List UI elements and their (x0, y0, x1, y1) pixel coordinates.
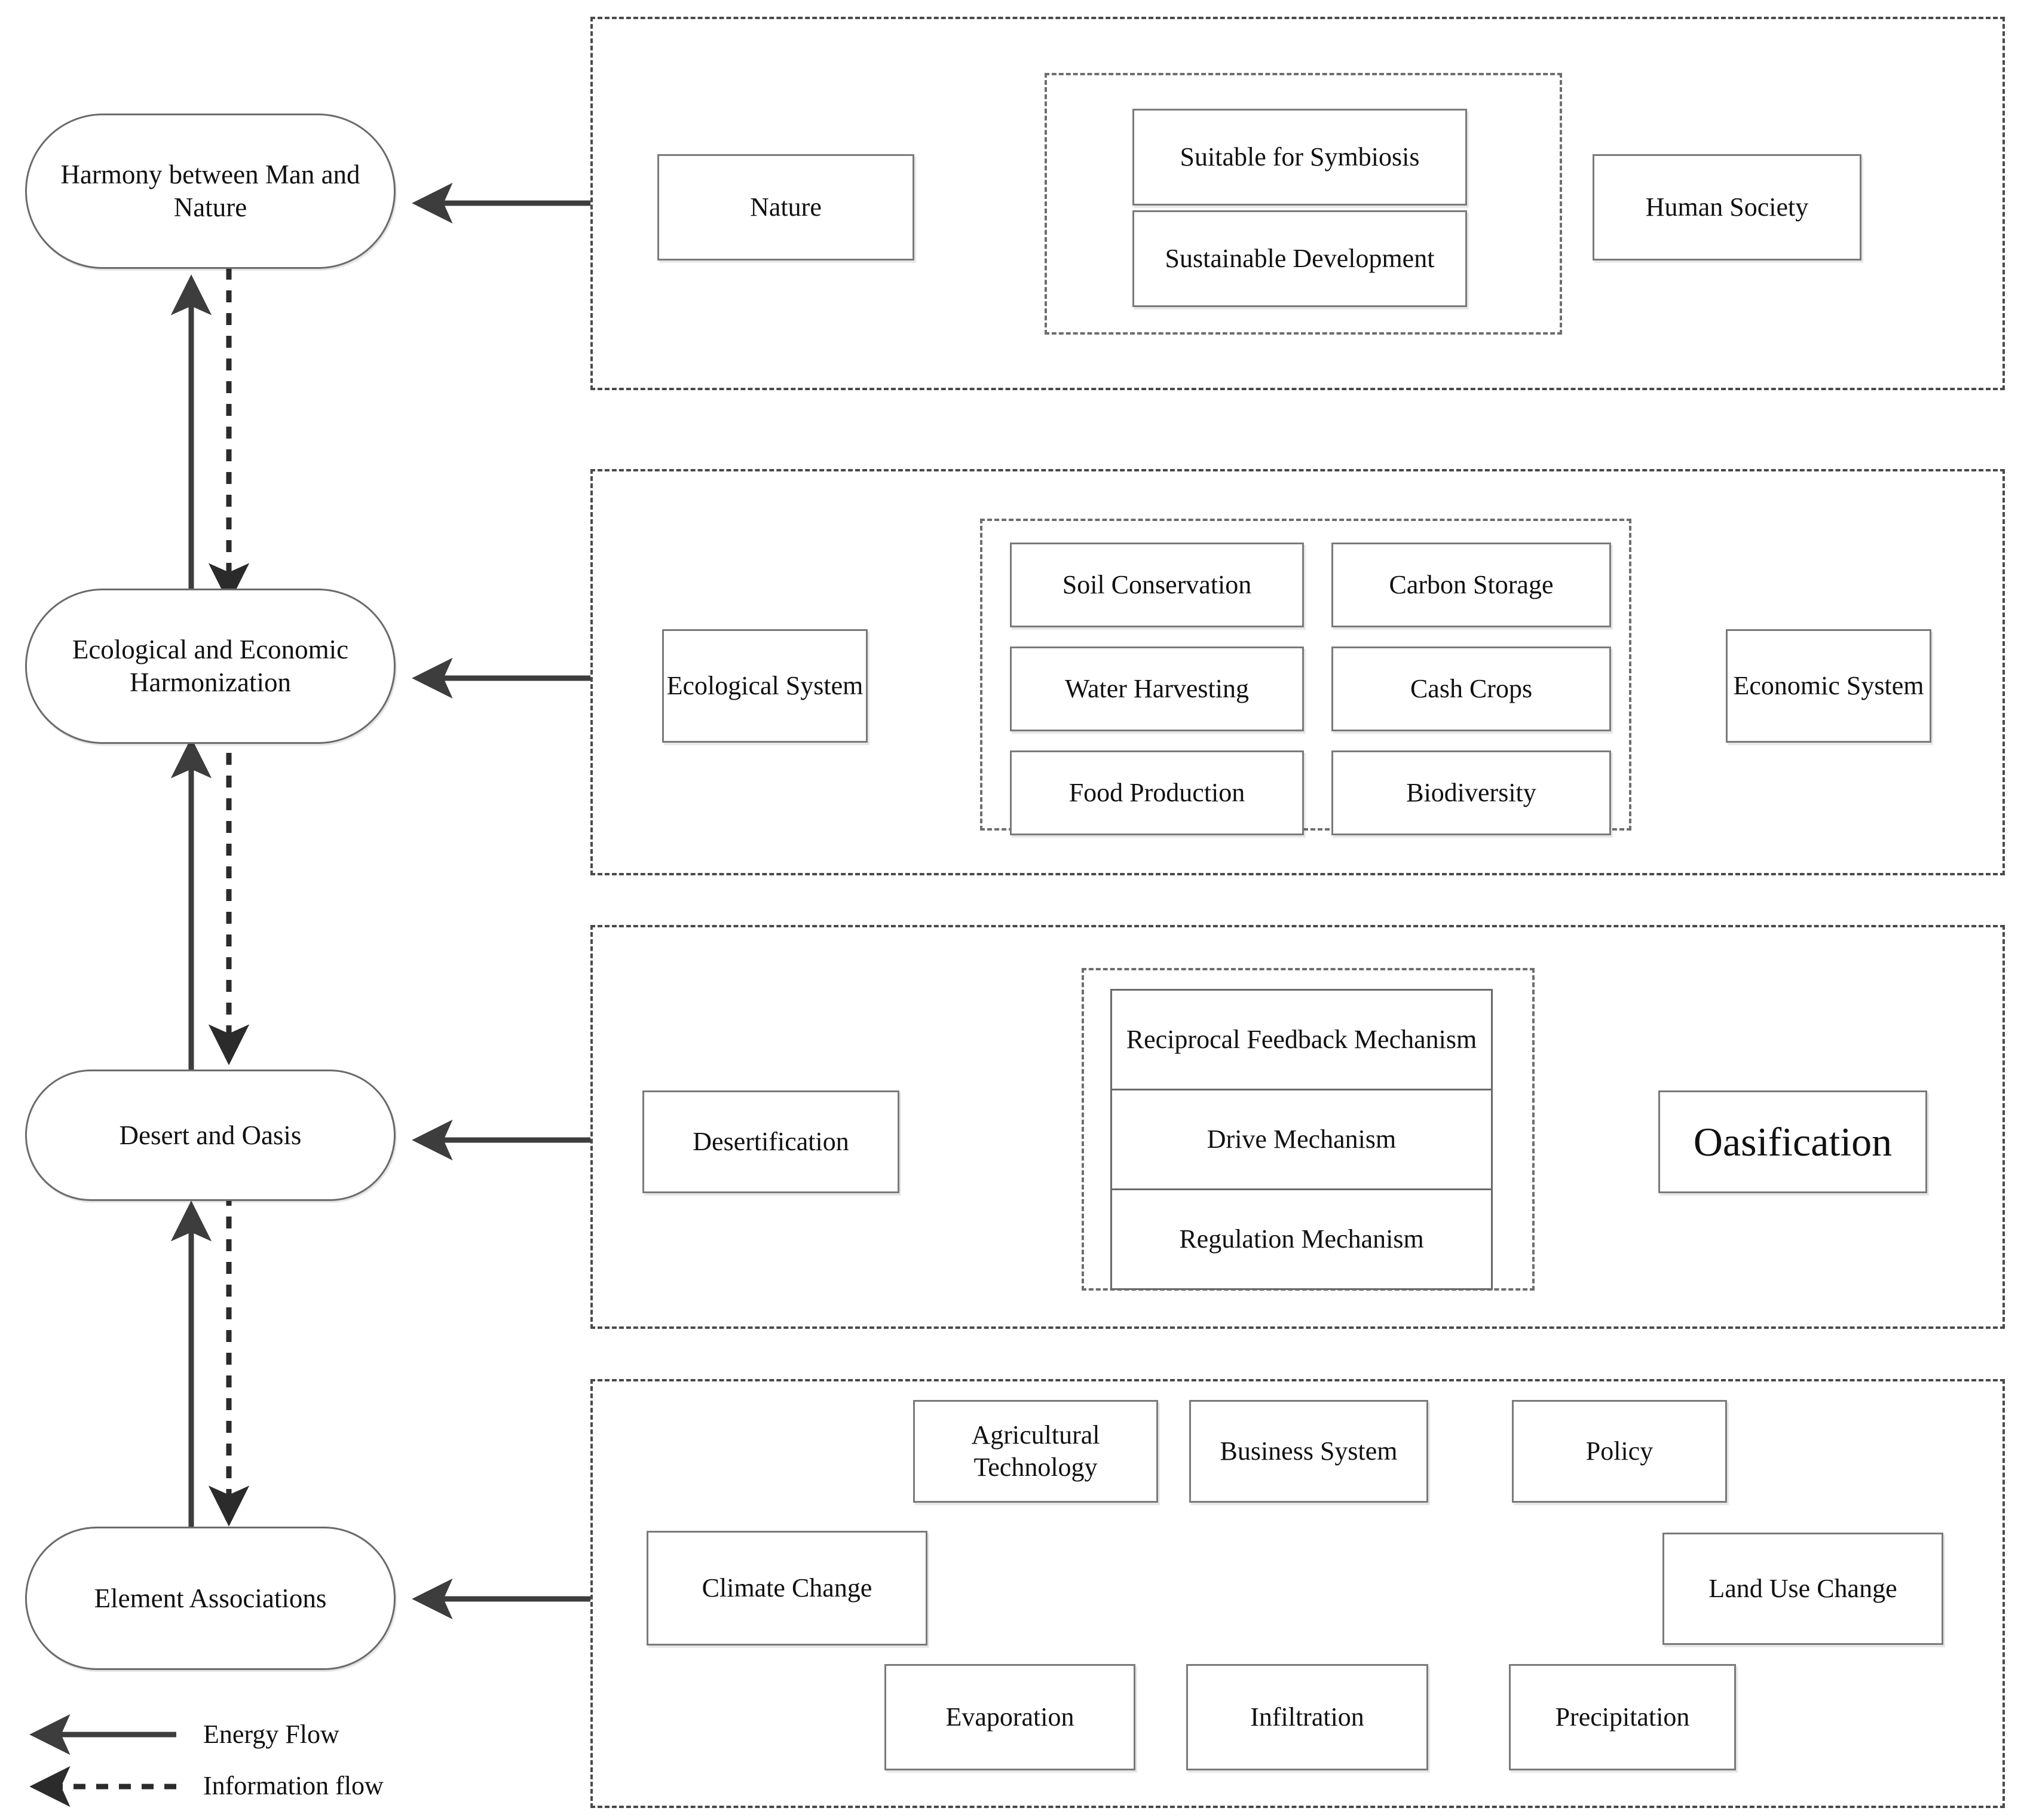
node-label: Evaporation (945, 1702, 1074, 1732)
node-business-system[interactable]: Business System (1189, 1400, 1428, 1503)
stadium-eco-econ-harmonization[interactable]: Ecological and Economic Harmonization (25, 589, 396, 744)
node-drive-mechanism[interactable]: Drive Mechanism (1110, 1089, 1493, 1190)
node-label: Climate Change (702, 1573, 872, 1603)
stadium-label: Ecological and Economic Harmonization (72, 635, 349, 697)
node-infiltration[interactable]: Infiltration (1186, 1664, 1428, 1770)
node-label: Oasification (1693, 1119, 1893, 1165)
node-cash-crops[interactable]: Cash Crops (1331, 647, 1611, 731)
node-nature[interactable]: Nature (657, 154, 914, 261)
node-biodiversity[interactable]: Biodiversity (1331, 750, 1611, 835)
node-label: Carbon Storage (1389, 570, 1554, 600)
node-label: Human Society (1645, 192, 1809, 222)
stadium-label: Element Associations (94, 1583, 327, 1613)
node-label: Soil Conservation (1062, 570, 1252, 600)
node-soil-conservation[interactable]: Soil Conservation (1010, 543, 1304, 627)
node-label: Biodiversity (1406, 778, 1536, 808)
node-label: Business System (1220, 1436, 1398, 1466)
node-label: Land Use Change (1708, 1574, 1897, 1604)
node-label: Economic System (1733, 671, 1924, 701)
node-economic-system[interactable]: Economic System (1726, 629, 1931, 743)
node-label: Drive Mechanism (1207, 1124, 1397, 1154)
stadium-label: Harmony between Man and Nature (60, 160, 360, 222)
node-evaporation[interactable]: Evaporation (884, 1664, 1135, 1770)
legend: Energy Flow Information flow (24, 1706, 502, 1813)
stadium-element-associations[interactable]: Element Associations (25, 1527, 396, 1670)
node-sustainable-development[interactable]: Sustainable Development (1132, 210, 1467, 307)
node-label: Regulation Mechanism (1179, 1224, 1424, 1254)
node-climate-change[interactable]: Climate Change (647, 1531, 927, 1646)
node-label: Water Harvesting (1065, 674, 1249, 704)
node-suitable-for-symbiosis[interactable]: Suitable for Symbiosis (1132, 109, 1467, 206)
node-label: Cash Crops (1410, 674, 1533, 704)
node-oasification[interactable]: Oasification (1658, 1090, 1927, 1193)
stadium-desert-oasis[interactable]: Desert and Oasis (25, 1070, 396, 1201)
node-land-use-change[interactable]: Land Use Change (1662, 1533, 1943, 1645)
node-label: Suitable for Symbiosis (1180, 142, 1420, 172)
node-policy[interactable]: Policy (1512, 1400, 1727, 1503)
stadium-harmony-man-nature[interactable]: Harmony between Man and Nature (25, 114, 396, 269)
node-water-harvesting[interactable]: Water Harvesting (1010, 647, 1304, 731)
stadium-label: Desert and Oasis (119, 1120, 302, 1150)
node-reciprocal-feedback-mechanism[interactable]: Reciprocal Feedback Mechanism (1110, 989, 1493, 1090)
node-ecological-system[interactable]: Ecological System (662, 629, 868, 743)
node-food-production[interactable]: Food Production (1010, 750, 1304, 835)
node-label: Ecological System (666, 671, 864, 701)
node-label: Reciprocal Feedback Mechanism (1126, 1024, 1477, 1054)
node-label: Sustainable Development (1165, 244, 1435, 274)
legend-information-flow-label: Information flow (203, 1771, 384, 1800)
node-label: Desertification (693, 1127, 849, 1157)
node-label: Infiltration (1250, 1702, 1364, 1732)
node-label: Policy (1585, 1436, 1654, 1466)
node-precipitation[interactable]: Precipitation (1509, 1664, 1736, 1770)
node-label: Precipitation (1555, 1702, 1690, 1732)
node-carbon-storage[interactable]: Carbon Storage (1331, 543, 1611, 627)
node-label: Food Production (1068, 778, 1245, 808)
node-human-society[interactable]: Human Society (1593, 154, 1861, 261)
node-label: Nature (750, 192, 822, 222)
legend-energy-flow-label: Energy Flow (203, 1720, 339, 1749)
node-regulation-mechanism[interactable]: Regulation Mechanism (1110, 1188, 1493, 1290)
node-desertification[interactable]: Desertification (642, 1090, 899, 1193)
node-label: Agricultural Technology (971, 1420, 1100, 1482)
node-agricultural-technology[interactable]: Agricultural Technology (913, 1400, 1158, 1503)
